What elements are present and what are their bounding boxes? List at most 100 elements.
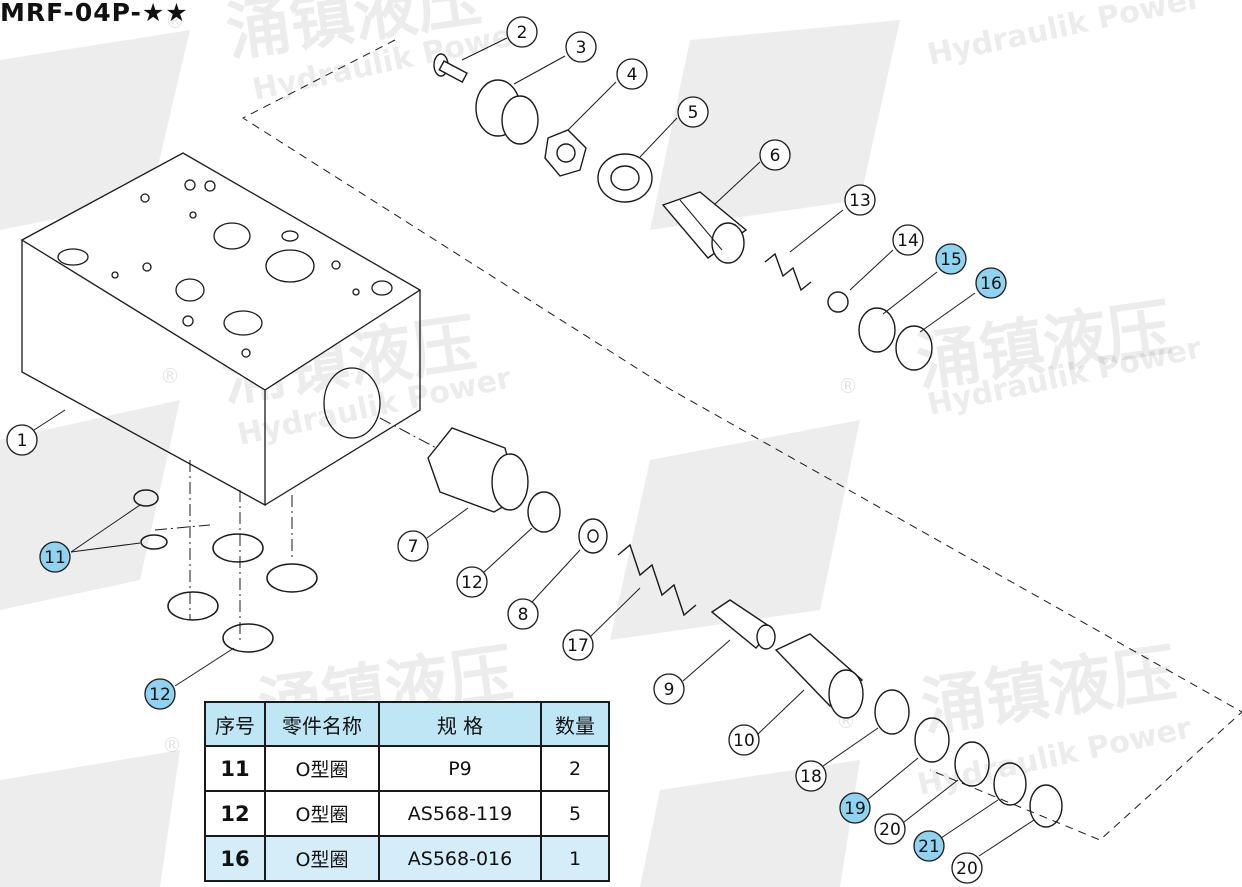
part-8-seat [578, 518, 608, 554]
svg-text:®: ® [160, 364, 180, 388]
svg-text:®: ® [165, 9, 185, 33]
cell-qty: 2 [540, 745, 610, 792]
callout-number: 14 [897, 231, 919, 251]
part-18-ring [874, 689, 910, 735]
svg-text:®: ® [838, 374, 858, 398]
callout-16: 16 [975, 267, 1007, 299]
callout-8: 8 [507, 598, 539, 630]
part-13-spring [764, 252, 812, 292]
callout-17: 17 [562, 629, 594, 661]
callout-number: 12 [149, 685, 171, 705]
header-seq-no: 序号 [204, 701, 266, 747]
callout-20: 20 [874, 813, 906, 845]
callout-bubble [935, 243, 967, 275]
part-16-ring [895, 325, 933, 371]
callout-number: 1 [17, 431, 28, 451]
callout-4: 4 [616, 58, 648, 90]
callout-bubble [759, 139, 791, 171]
cell-spec: AS568-016 [378, 835, 542, 882]
cell-qty: 1 [540, 835, 610, 882]
callout-number: 8 [518, 605, 529, 625]
part-6-plunger [661, 191, 748, 264]
callout-20: 20 [951, 852, 983, 884]
callout-number: 20 [956, 859, 978, 879]
callout-bubble [616, 58, 648, 90]
callout-bubble [562, 629, 594, 661]
header-spec: 规 格 [378, 701, 542, 747]
port-holes-top [57, 179, 393, 358]
callout-bubble [565, 31, 597, 63]
callout-bubble [844, 184, 876, 216]
o-ring-11-b [140, 534, 168, 550]
callout-10: 10 [728, 724, 760, 756]
callout-2: 2 [506, 16, 538, 48]
callout-number: 3 [576, 38, 587, 58]
cell-name: O型圈 [264, 835, 380, 882]
side-port [323, 367, 381, 439]
part-20-ring-b [1029, 784, 1063, 828]
callout-bubble [892, 224, 924, 256]
callout-bubble [839, 792, 871, 824]
callout-bubble [975, 267, 1007, 299]
part-17-spring [617, 543, 697, 617]
o-ring-12-d [222, 623, 274, 653]
callout-bubble [728, 724, 760, 756]
part-7-cartridge-body [427, 427, 529, 513]
callout-number: 10 [733, 731, 755, 751]
valve-body-block [20, 152, 422, 507]
table-row: 12 O型圈 AS568-119 5 [204, 790, 610, 837]
callout-bubble [456, 566, 488, 598]
callout-number: 6 [770, 146, 781, 166]
table-row: 11 O型圈 P9 2 [204, 745, 610, 792]
callout-number: 17 [567, 636, 589, 656]
callout-number: 4 [627, 65, 638, 85]
o-ring-12-a [212, 533, 264, 563]
callout-number: 9 [664, 680, 675, 700]
center-lines [154, 417, 441, 640]
callout-number: 2 [517, 23, 528, 43]
callout-bubble [913, 830, 945, 862]
lower-cartridge-stack [427, 427, 1063, 828]
cell-name: O型圈 [264, 745, 380, 792]
part-10-sleeve [774, 633, 864, 719]
part-5-washer [597, 153, 653, 203]
cell-no: 16 [204, 835, 266, 882]
callout-12: 12 [144, 678, 176, 710]
callout-18: 18 [795, 760, 827, 792]
header-part-name: 零件名称 [264, 701, 380, 747]
callout-bubble [6, 424, 38, 456]
callout-number: 13 [849, 191, 871, 211]
callout-7: 7 [397, 530, 429, 562]
callout-bubble [795, 760, 827, 792]
cell-spec: P9 [378, 745, 542, 792]
table-header-row: 序号 零件名称 规 格 数量 [204, 701, 610, 747]
header-qty: 数量 [540, 701, 610, 747]
callout-bubble [677, 96, 709, 128]
callout-bubble [874, 813, 906, 845]
callout-15: 15 [935, 243, 967, 275]
part-4-nut [544, 129, 587, 177]
o-ring-11-a [133, 489, 159, 507]
callout-number: 21 [918, 837, 940, 857]
part-15-ring [858, 307, 896, 353]
o-rings-11-12-group [133, 489, 318, 653]
cell-no: 11 [204, 745, 266, 792]
upper-cartridge-stack [433, 53, 933, 371]
cell-spec: AS568-119 [378, 790, 542, 837]
callout-bubble [144, 678, 176, 710]
callout-12: 12 [456, 566, 488, 598]
callout-number: 18 [800, 767, 822, 787]
callout-number: 15 [940, 250, 962, 270]
callout-bubble [397, 530, 429, 562]
callout-3: 3 [565, 31, 597, 63]
svg-text:Hydraulik Power: Hydraulik Power [924, 0, 1204, 73]
o-ring-12-c [167, 591, 219, 621]
callout-9: 9 [653, 673, 685, 705]
part-14-poppet [827, 291, 849, 313]
o-ring-12-b [266, 563, 318, 593]
leader-lines [33, 37, 1035, 857]
callout-21: 21 [913, 830, 945, 862]
part-21-ring [993, 762, 1027, 806]
